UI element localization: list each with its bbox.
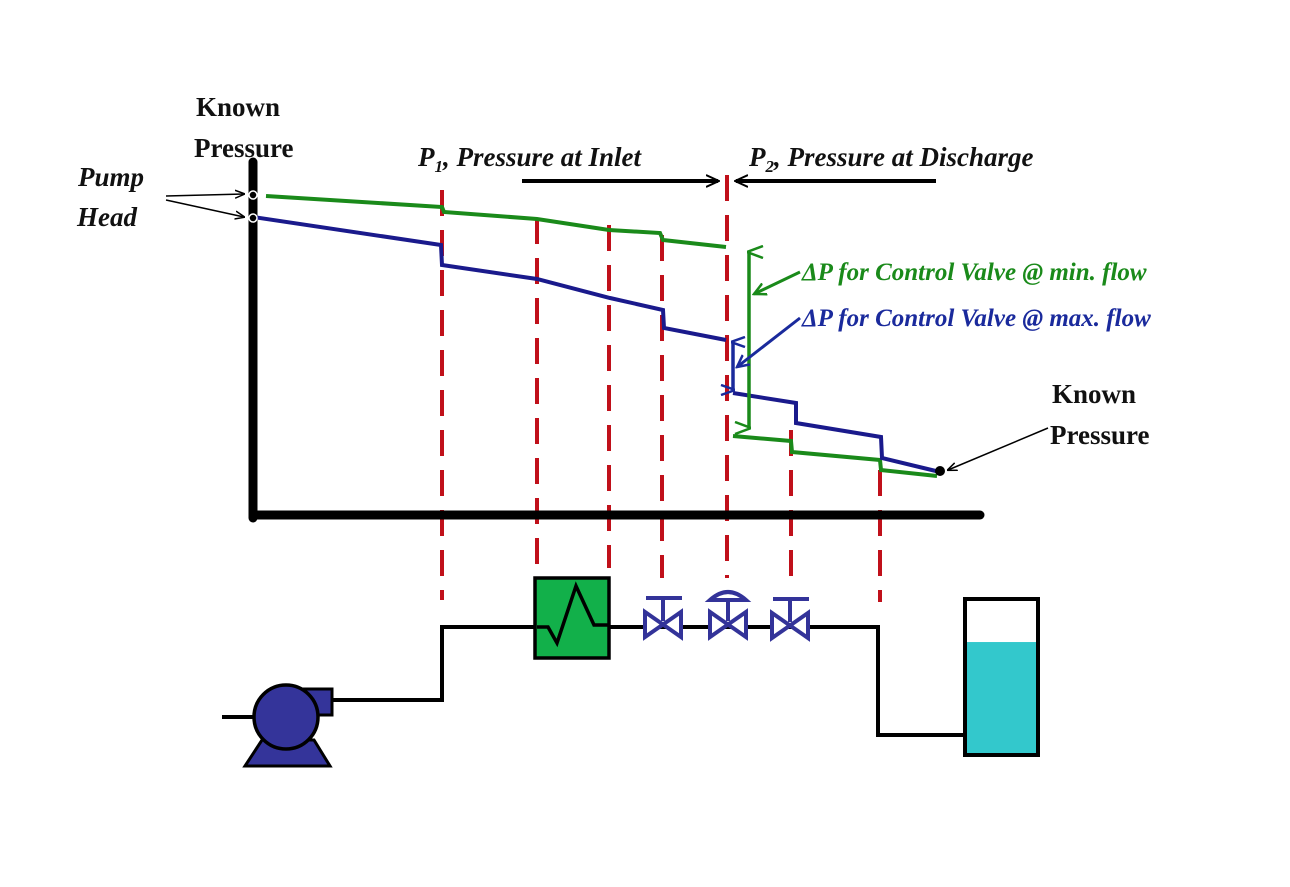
p2-discharge-label: P2, Pressure at Discharge bbox=[748, 142, 1034, 176]
pump-head-label-line2: Head bbox=[76, 202, 137, 232]
max-flow-pressure-line-discharge bbox=[732, 391, 941, 474]
known-pressure-left-label-line1: Known bbox=[196, 92, 280, 122]
pipe-hx-to-tank bbox=[609, 625, 965, 737]
p1-subscript: 1 bbox=[435, 157, 444, 176]
known-pressure-left-label-line2: Pressure bbox=[194, 133, 293, 163]
known-pressure-right-label-line2: Pressure bbox=[1050, 420, 1149, 450]
pipe-pump-to-hx bbox=[330, 625, 537, 702]
max-flow-pressure-line bbox=[252, 215, 727, 342]
pump-head-label-line1: Pump bbox=[77, 162, 144, 192]
p1-text: , Pressure at Inlet bbox=[442, 142, 643, 172]
dp-max-flow-label: ΔP for Control Valve @ max. flow bbox=[801, 305, 1151, 332]
heat-exchanger-icon bbox=[533, 576, 611, 660]
p2-text: , Pressure at Discharge bbox=[773, 142, 1034, 172]
known-pressure-right-arrow bbox=[948, 427, 1049, 470]
dp-min-flow-leader bbox=[754, 270, 801, 294]
pump-icon bbox=[242, 683, 334, 768]
block-valve-2-icon bbox=[770, 597, 810, 642]
p1-symbol: P bbox=[417, 142, 435, 172]
control-valve-icon bbox=[704, 590, 752, 641]
tank-icon bbox=[963, 597, 1040, 757]
p2-symbol: P bbox=[748, 142, 766, 172]
min-flow-pressure-line-discharge bbox=[732, 434, 938, 478]
pump-head-arrow-upper bbox=[165, 194, 244, 196]
known-pressure-terminal-point bbox=[935, 466, 945, 476]
p1-inlet-label: P1, Pressure at Inlet bbox=[417, 142, 643, 176]
min-flow-pressure-line bbox=[265, 194, 727, 249]
axes bbox=[248, 157, 985, 523]
pump-head-min-flow-point bbox=[248, 190, 258, 200]
pump-head-max-flow-point bbox=[248, 213, 258, 223]
pump-head-arrow-lower bbox=[165, 199, 244, 217]
p2-subscript: 2 bbox=[765, 157, 775, 176]
block-valve-1-icon bbox=[643, 596, 683, 641]
tank-liquid bbox=[965, 642, 1038, 753]
dp-max-flow-leader bbox=[737, 316, 801, 367]
dp-min-flow-label: ΔP for Control Valve @ min. flow bbox=[801, 259, 1147, 286]
tank-outline bbox=[963, 597, 1040, 757]
known-pressure-right-label-line1: Known bbox=[1052, 379, 1136, 409]
